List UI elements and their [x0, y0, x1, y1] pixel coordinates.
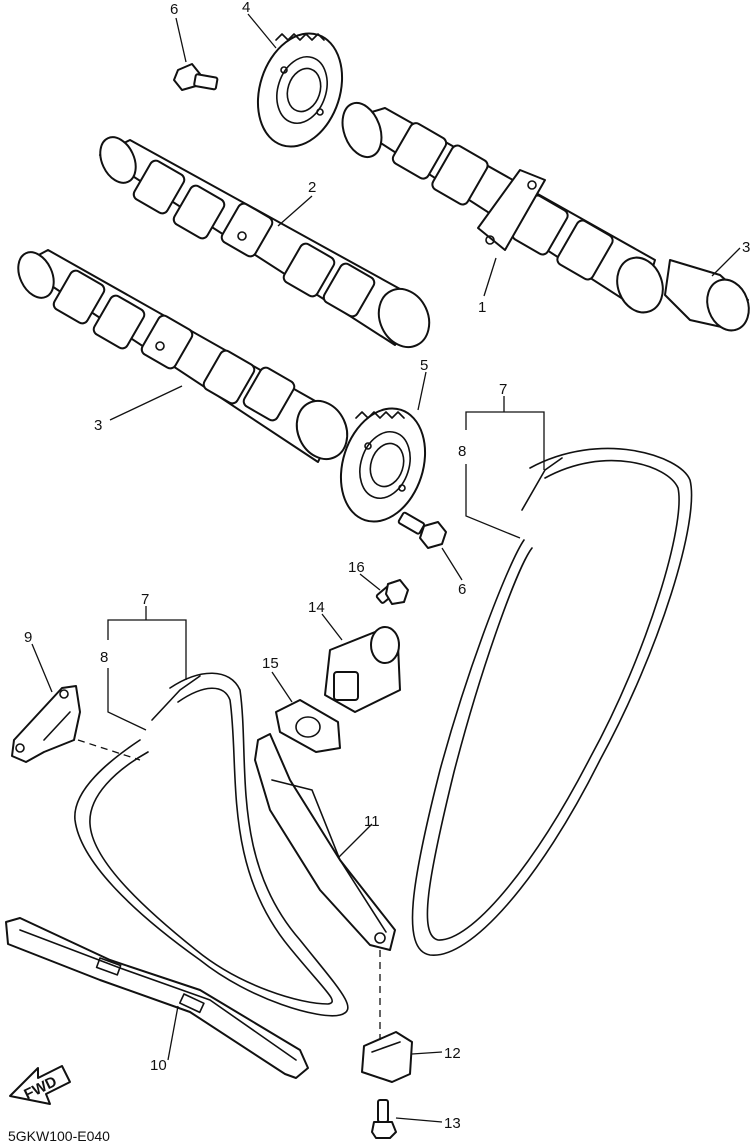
camshaft-part-1	[341, 101, 664, 314]
callout-7-right: 7	[499, 381, 507, 398]
bolt-part-13	[371, 1099, 397, 1139]
camshaft-part-2	[99, 136, 431, 349]
forward-direction-arrow: FWD	[9, 1065, 71, 1105]
callout-8-right: 8	[458, 443, 466, 460]
callout-10: 10	[150, 1057, 167, 1074]
callout-16: 16	[348, 559, 365, 576]
chain-guide-part-11	[254, 733, 396, 951]
callout-labels: 6 4 2 1 3 3 5 7 8 6 16 7 8 14 9 15 11 10…	[24, 0, 750, 1132]
chain-guide-part-10	[5, 917, 309, 1079]
callout-9: 9	[24, 629, 32, 646]
leader-lines	[31, 13, 741, 1123]
drawing-code: 5GKW100-E040	[8, 1128, 110, 1144]
callout-3-left: 3	[94, 417, 102, 434]
cam-sprocket-part-4	[256, 32, 344, 148]
timing-chain-right	[411, 447, 693, 956]
callout-4: 4	[242, 0, 250, 16]
chain-guide-bracket-part-9	[11, 685, 81, 763]
timing-chain-left	[74, 672, 349, 1017]
callout-14: 14	[308, 599, 325, 616]
bolt-part-6-top	[173, 63, 219, 91]
callout-7-left: 7	[141, 591, 149, 608]
gasket-part-15	[275, 699, 341, 753]
callout-5: 5	[420, 357, 428, 374]
bolt-part-6-lower	[397, 511, 447, 549]
callout-13: 13	[444, 1115, 461, 1132]
cam-sprocket-part-5	[339, 407, 427, 523]
bracket-part-12	[361, 1031, 413, 1083]
cam-journal-part-3-right	[664, 259, 750, 332]
callout-6-lower: 6	[458, 581, 466, 598]
callout-2: 2	[308, 179, 316, 196]
callout-1: 1	[478, 299, 486, 316]
assembly-dashed-lines	[77, 739, 381, 1040]
callout-15: 15	[262, 655, 279, 672]
callout-6-top: 6	[170, 1, 178, 18]
callout-11: 11	[364, 813, 380, 830]
chain-tensioner-part-14	[324, 626, 401, 713]
callout-8-left: 8	[100, 649, 108, 666]
bolt-part-16	[375, 579, 409, 605]
callout-3-right: 3	[742, 239, 750, 256]
camshaft-part-3-left	[17, 249, 349, 463]
callout-12: 12	[444, 1045, 461, 1062]
